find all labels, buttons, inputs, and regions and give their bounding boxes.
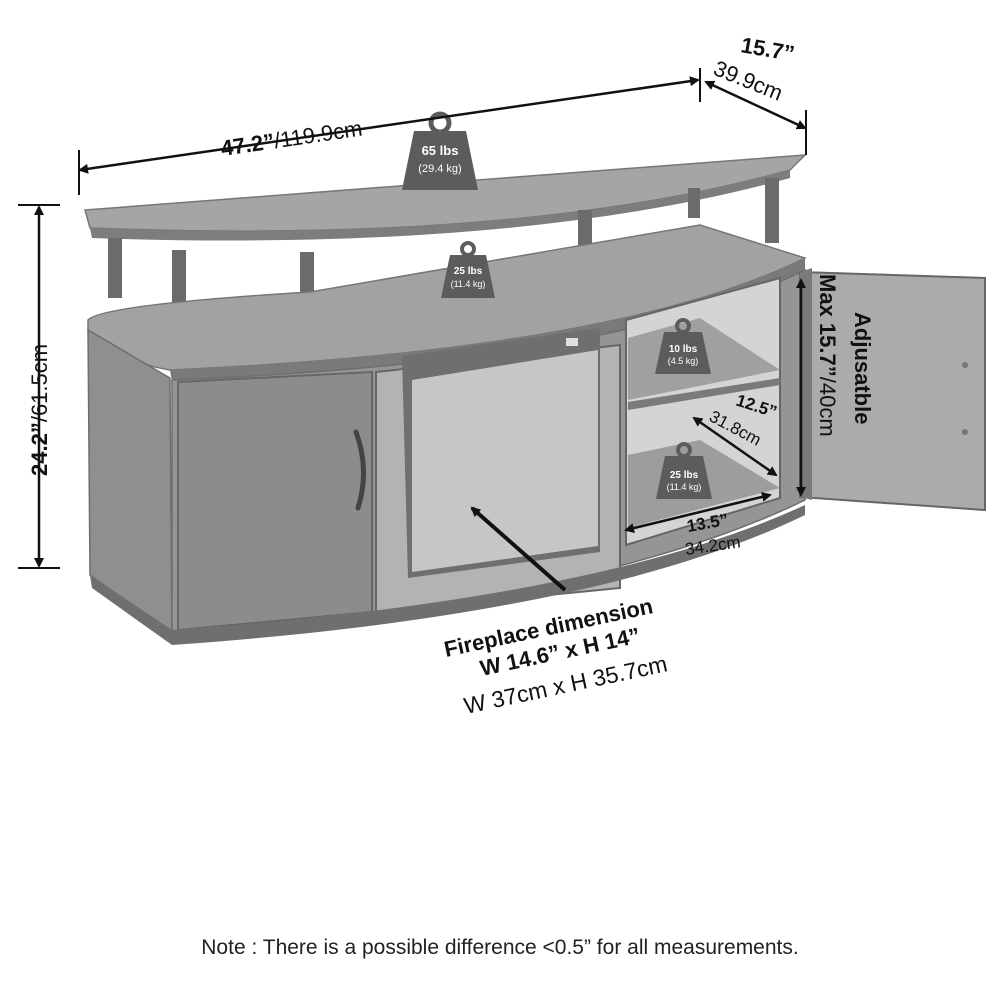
door-handle xyxy=(353,429,367,511)
fireplace-badge xyxy=(566,338,578,346)
weight-shelf-upper-lbs: 10 lbs xyxy=(669,344,698,355)
svg-text:24.2”/61.5cm: 24.2”/61.5cm xyxy=(27,344,52,476)
post-back-right xyxy=(688,188,700,218)
width-in-label: 47.2” xyxy=(219,128,276,161)
weight-shelf-upper-kg: (4.5 kg) xyxy=(668,356,699,366)
weight-shelf-lower-kg: (11.4 kg) xyxy=(667,482,702,492)
adjustable-label: Adjusatble xyxy=(850,312,875,424)
depth-in-label: 15.7” xyxy=(739,32,796,66)
height-dimension: 24.2”/61.5cm xyxy=(18,204,60,569)
depth-dimension: 15.7” 39.9cm xyxy=(704,32,807,155)
weight-shelf-lower-lbs: 25 lbs xyxy=(670,470,699,481)
post-front-left xyxy=(108,238,122,298)
weight-icon-shelf-upper: 10 lbs (4.5 kg) xyxy=(655,318,711,374)
adjustable-shelf-upper xyxy=(628,378,780,410)
adjustable-shelf-dimension: Adjusatble Max 15.7”/40cm xyxy=(796,274,875,497)
fireplace-glass xyxy=(412,350,598,572)
weight-icon-top: 65 lbs (29.4 kg) xyxy=(402,111,478,190)
hinge-top xyxy=(962,362,968,368)
height-cm-label: /61.5cm xyxy=(27,344,52,422)
adjustable-max-in-label: Max 15.7” xyxy=(815,274,840,377)
post-front-right xyxy=(765,178,779,243)
svg-text:47.2”/119.9cm: 47.2”/119.9cm xyxy=(219,116,364,161)
weight-icon-middle: 25 lbs (11.4 kg) xyxy=(441,241,495,298)
height-in-label: 24.2” xyxy=(27,422,52,476)
adjustable-max-cm-label: /40cm xyxy=(815,377,840,437)
weight-top-kg: (29.4 kg) xyxy=(418,163,461,175)
bottom-plinth xyxy=(90,505,805,645)
measurement-note: Note : There is a possible difference <0… xyxy=(201,936,799,959)
hinge-bottom xyxy=(962,429,968,435)
weight-middle-kg: (11.4 kg) xyxy=(451,279,486,289)
left-door xyxy=(177,370,373,632)
svg-text:Max 15.7”/40cm: Max 15.7”/40cm xyxy=(815,274,840,437)
weight-top-lbs: 65 lbs xyxy=(422,143,459,158)
tv-stand-body xyxy=(84,154,986,645)
width-cm-label: /119.9cm xyxy=(272,116,364,154)
weight-middle-lbs: 25 lbs xyxy=(454,266,483,277)
tv-stand-illustration: 65 lbs (29.4 kg) 25 lbs (11.4 kg) 10 lbs… xyxy=(18,32,986,719)
